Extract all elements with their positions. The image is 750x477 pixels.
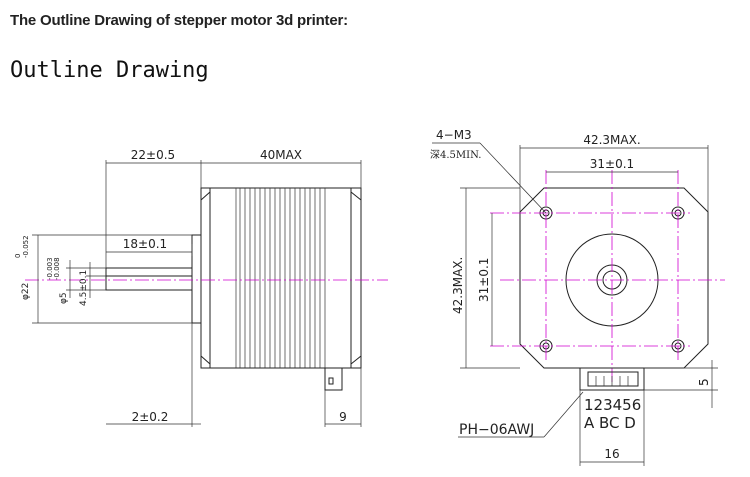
dim-body-length: 40MAX <box>260 148 302 162</box>
front-boss <box>191 234 202 324</box>
drawing-title: Outline Drawing <box>10 58 209 83</box>
dim-boss-height: 2±0.2 <box>132 410 169 424</box>
svg-text:-0.003: -0.003 <box>46 257 54 280</box>
connector <box>579 367 645 391</box>
svg-text:φ5: φ5 <box>59 292 69 304</box>
dim-height: 42.3MAX. <box>451 257 465 314</box>
cooling-fins <box>235 188 326 368</box>
svg-text:-0.052: -0.052 <box>22 235 30 258</box>
dim-hole-spacing-y: 31±0.1 <box>477 258 491 302</box>
page-heading: The Outline Drawing of stepper motor 3d … <box>10 12 348 29</box>
phase-labels: A BC D <box>584 414 636 432</box>
hole-depth: 深4.5MIN. <box>430 149 481 161</box>
motor-body <box>200 187 362 369</box>
svg-text:0: 0 <box>14 254 22 258</box>
pin-numbers: 123456 <box>584 396 641 414</box>
connector-tab <box>324 367 343 391</box>
front-view: 4−M3 深4.5MIN. 42.3MAX. 31±0.1 42.3MAX. 3… <box>430 128 725 466</box>
svg-text:φ22: φ22 <box>21 283 31 300</box>
shaft <box>105 267 193 291</box>
svg-text:-0.008: -0.008 <box>53 257 61 280</box>
dim-boss-tol-upper: 0 <box>14 254 22 258</box>
connector-part: PH−06AWJ <box>459 422 534 438</box>
dim-width: 42.3MAX. <box>583 133 640 147</box>
dim-connector-height: 5 <box>697 378 711 386</box>
dim-shaft-diameter: φ5 <box>59 292 69 304</box>
dim-flat-length: 18±0.1 <box>123 237 167 251</box>
hole-callout: 4−M3 <box>436 128 472 142</box>
dim-connector-offset: 9 <box>339 410 347 424</box>
dim-hole-spacing-x: 31±0.1 <box>590 157 634 171</box>
dim-shaft-tol-upper: -0.003 <box>46 257 54 280</box>
side-view: 22±0.5 40MAX 18±0.1 φ22 0 -0.052 φ5 -0.0… <box>14 148 388 427</box>
dim-boss-diameter: φ22 <box>21 283 31 300</box>
dim-shaft-tol-lower: -0.008 <box>53 257 61 280</box>
dim-flat-depth: 4.5±0.1 <box>79 270 89 306</box>
dim-boss-tol-lower: -0.052 <box>22 235 30 258</box>
dim-connector-width: 16 <box>604 447 619 461</box>
dim-shaft-length: 22±0.5 <box>131 148 175 162</box>
